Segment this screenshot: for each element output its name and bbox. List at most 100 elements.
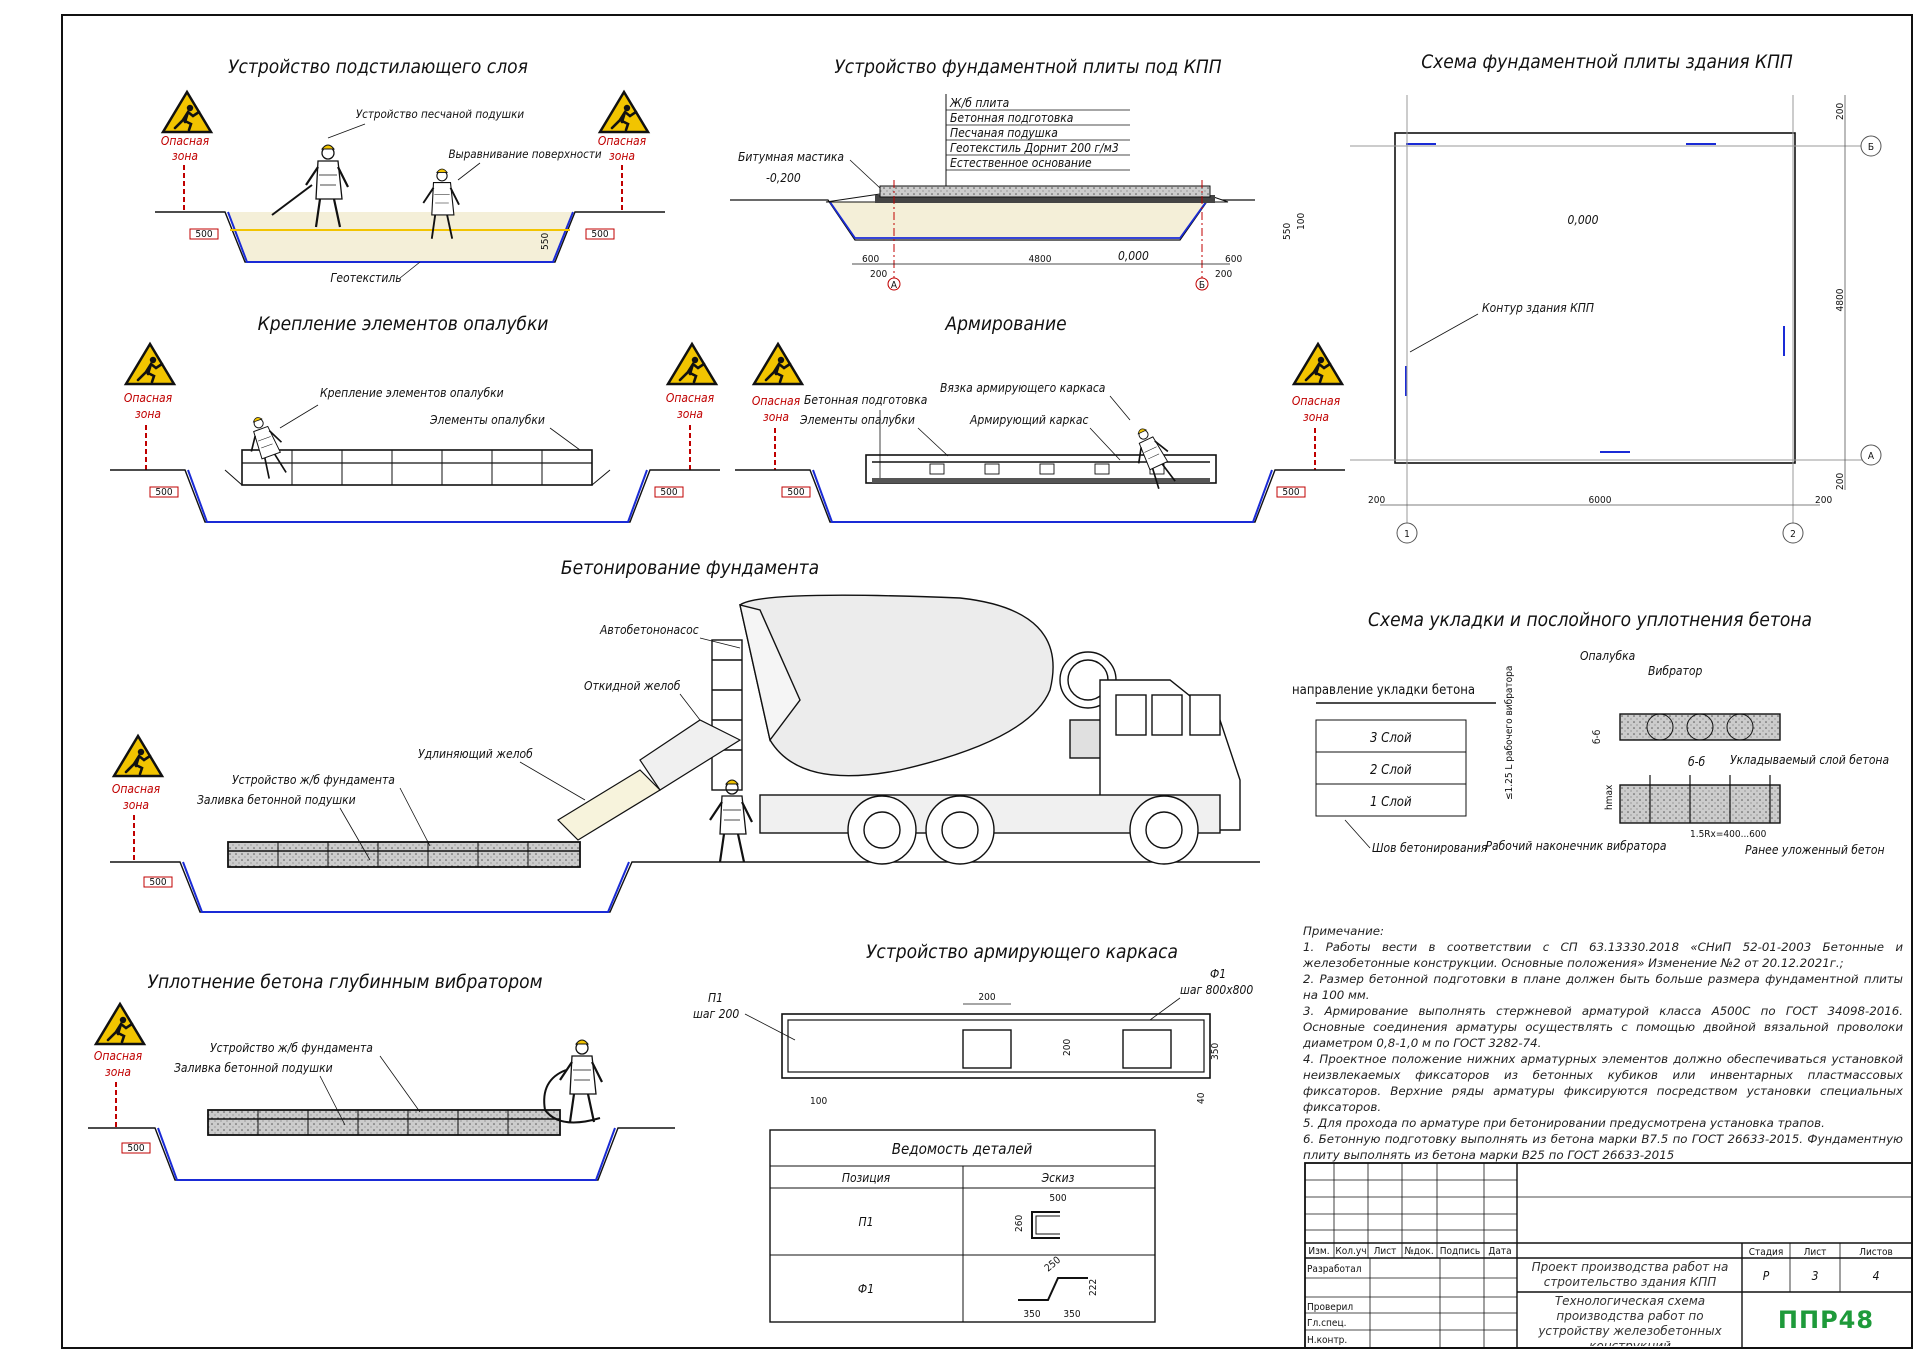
dim-500: 500 <box>660 487 677 498</box>
label-geotextile: Геотекстиль <box>330 271 401 285</box>
danger-label: зона <box>677 407 703 421</box>
note-item: 3. Армирование выполнять стержневой арма… <box>1303 1004 1903 1050</box>
label-direction: направление укладки бетона <box>1292 683 1475 698</box>
title-cage: Устройство армирующего каркаса <box>866 941 1178 963</box>
worker-icon <box>558 1038 604 1124</box>
label-step: 1.5Rx=400...600 <box>1690 829 1767 840</box>
danger-label: зона <box>1303 410 1329 424</box>
stamp-sheets-header: Листов <box>1859 1247 1893 1258</box>
dim-500: 500 <box>149 877 166 888</box>
title-slab: Устройство фундаментной плиты под КПП <box>834 56 1221 78</box>
label-bitumen: Битумная мастика <box>738 150 844 164</box>
dim-600: 600 <box>1225 254 1242 265</box>
danger-label: зона <box>172 149 198 163</box>
note-item: 6. Бетонную подготовку выполнять из бето… <box>1303 1132 1903 1162</box>
danger-label: Опасная <box>752 394 801 408</box>
slab-layer-legend: Ж/б плита Бетонная подготовка Песчаная п… <box>945 94 1130 222</box>
details-header: Эскиз <box>1041 1171 1075 1185</box>
label-tip: Рабочий наконечник вибратора <box>1486 839 1667 853</box>
slab-layer: Геотекстиль Дорнит 200 г/м3 <box>950 141 1119 155</box>
section-slab: Устройство фундаментной плиты под КПП Ж/… <box>730 56 1307 291</box>
section-bedding: Устройство подстилающего слоя Опасная зо… <box>155 56 665 285</box>
note-item: 4. Проектное положение нижних арматурных… <box>1303 1052 1903 1114</box>
axis-label: Б <box>1868 142 1874 153</box>
dim-200: 200 <box>1215 269 1232 280</box>
dim-200: 200 <box>1368 495 1385 506</box>
stamp-stage-header: Стадия <box>1749 1247 1784 1258</box>
stamp-project: Проект производства работ на строительст… <box>1531 1260 1729 1289</box>
stamp-row: Разработал <box>1307 1263 1362 1275</box>
danger-sign-icon <box>112 734 164 778</box>
axis-label: Б <box>1199 280 1205 291</box>
label-vibrator: Вибратор <box>1648 664 1702 678</box>
title-formwork: Крепление элементов опалубки <box>258 313 549 335</box>
label-pour-pillow: Заливка бетонной подушки <box>174 1061 333 1075</box>
label-p1: П1 <box>708 991 723 1005</box>
stamp-row: Н.контр. <box>1307 1335 1347 1346</box>
label-layer: 2 Слой <box>1370 763 1412 778</box>
danger-label: зона <box>135 407 161 421</box>
dim-500: 500 <box>195 229 212 240</box>
label-concrete-prep: Бетонная подготовка <box>804 393 927 407</box>
label-formwork-elems: Элементы опалубки <box>799 413 915 427</box>
danger-label: Опасная <box>94 1049 143 1063</box>
dim-200: 200 <box>1062 1039 1073 1056</box>
section-layering: Схема укладки и послойного уплотнения бе… <box>1292 609 1889 857</box>
dim-200: 200 <box>978 992 995 1003</box>
note-item: 5. Для прохода по арматуре при бетониров… <box>1303 1116 1825 1130</box>
title-block <box>1304 1162 1913 1349</box>
details-title: Ведомость деталей <box>892 1140 1033 1158</box>
stamp-col: Изм. <box>1308 1246 1329 1257</box>
details-dim: 222 <box>1088 1279 1099 1296</box>
label-layer: 1 Слой <box>1370 795 1412 810</box>
details-dim: 500 <box>1049 1193 1066 1204</box>
danger-sign-icon <box>161 90 213 134</box>
danger-sign-icon <box>94 1002 146 1046</box>
danger-label: зона <box>609 149 635 163</box>
stamp-row: Проверил <box>1307 1302 1353 1313</box>
danger-sign-icon <box>1292 342 1344 386</box>
stamp-sheets: 4 <box>1873 1269 1880 1283</box>
dim-200: 200 <box>1815 495 1832 506</box>
sheet-border <box>61 14 1913 1349</box>
label-building-outline: Контур здания КПП <box>1482 301 1594 315</box>
label-cage-tie: Вязка армирующего каркаса <box>940 381 1105 395</box>
dim-550: 550 <box>540 233 551 250</box>
stamp-col: Подпись <box>1440 1246 1480 1257</box>
slab-layer: Естественное основание <box>950 156 1092 170</box>
label-f1-step: шаг 800х800 <box>1180 983 1253 997</box>
section-rebar: Армирование Опасная зона Опасная зона 50… <box>735 313 1345 523</box>
label-formwork: Опалубка <box>1580 649 1635 663</box>
dim-6000: 6000 <box>1589 495 1612 506</box>
label-prev-layer: Ранее уложенный бетон <box>1745 843 1885 857</box>
axis-label: А <box>891 280 898 291</box>
label-formwork-fix: Крепление элементов опалубки <box>320 386 504 400</box>
stamp-sheet-header: Лист <box>1804 1247 1827 1258</box>
label-ext-chute: Удлиняющий желоб <box>418 747 533 761</box>
danger-sign-icon <box>124 342 176 386</box>
dim-500: 500 <box>127 1143 144 1154</box>
label-placed-layer: Укладываемый слой бетона <box>1730 753 1889 767</box>
axis-label: 1 <box>1404 529 1410 540</box>
dim-4800: 4800 <box>1029 254 1052 265</box>
danger-label: Опасная <box>1292 394 1341 408</box>
title-layering: Схема укладки и послойного уплотнения бе… <box>1368 609 1812 631</box>
title-rebar: Армирование <box>944 313 1066 335</box>
dim-500: 500 <box>591 229 608 240</box>
danger-label: Опасная <box>161 134 210 148</box>
details-dim: 260 <box>1014 1215 1025 1232</box>
label-formwork-elems: Элементы опалубки <box>429 413 545 427</box>
dim-350: 350 <box>1210 1043 1221 1060</box>
label-levelling: Выравнивание поверхности <box>448 147 601 161</box>
title-vibrating: Уплотнение бетона глубинным вибратором <box>148 971 543 993</box>
label-cut: б-б <box>1688 755 1706 769</box>
notes-heading: Примечание: <box>1303 924 1384 938</box>
danger-label: Опасная <box>124 391 173 405</box>
danger-label: Опасная <box>598 134 647 148</box>
axis-label: А <box>1868 451 1875 462</box>
label-hmax: hmax <box>1604 784 1615 810</box>
label-pump: Автобетононасос <box>599 623 699 637</box>
dim-600: 600 <box>862 254 879 265</box>
